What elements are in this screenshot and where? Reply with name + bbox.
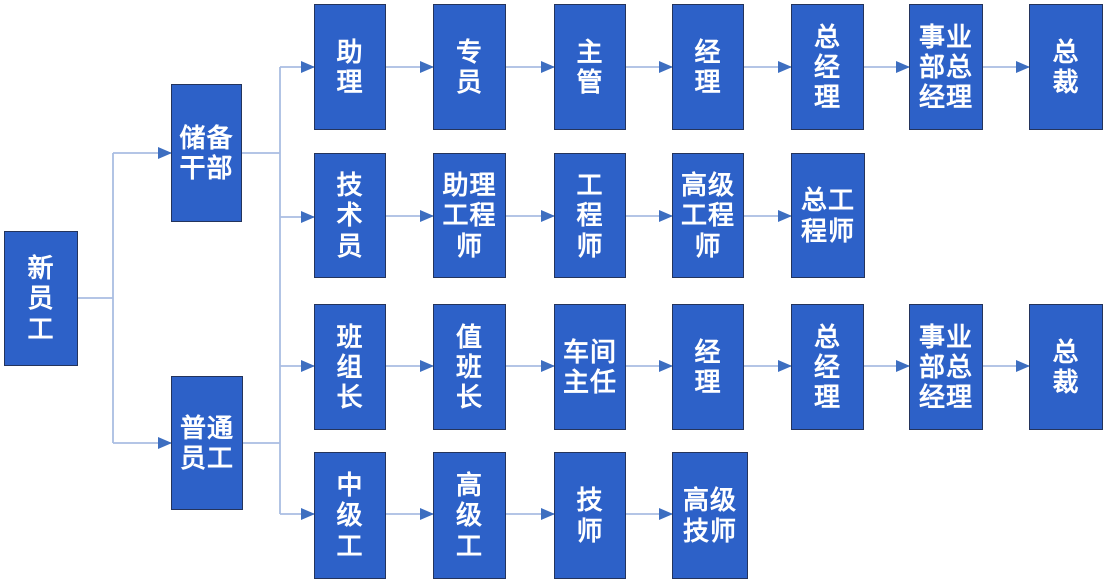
- node-label: 主 管: [576, 36, 604, 97]
- node-shift-leader: 值 班 长: [433, 304, 506, 430]
- node-label: 经 理: [694, 336, 722, 397]
- node-president-production: 总 裁: [1029, 304, 1103, 430]
- node-manager: 经 理: [672, 4, 744, 130]
- node-label: 高 级 工: [455, 470, 483, 561]
- node-division-general-manager: 事业 部总 经理: [909, 4, 983, 130]
- node-label: 储备 干部: [179, 122, 234, 183]
- node-label: 助理 工程 师: [442, 170, 497, 261]
- node-new-employee: 新 员 工: [4, 231, 78, 366]
- node-label: 新 员 工: [27, 253, 55, 344]
- node-manager-production: 经 理: [672, 304, 744, 430]
- node-label: 普通 员工: [179, 412, 234, 473]
- node-label: 助 理: [336, 36, 364, 97]
- node-label: 总 裁: [1052, 36, 1080, 97]
- node-technician: 技 术 员: [314, 153, 386, 278]
- node-skilled-technician: 技 师: [554, 452, 626, 579]
- node-division-general-manager-production: 事业 部总 经理: [909, 304, 983, 430]
- node-general-manager: 总 经 理: [791, 4, 864, 130]
- node-supervisor: 主 管: [554, 4, 626, 130]
- node-label: 高级 技师: [682, 485, 737, 546]
- node-intermediate-worker: 中 级 工: [314, 452, 386, 579]
- node-label: 总 经 理: [813, 21, 841, 113]
- node-label: 总 经 理: [813, 321, 841, 413]
- node-president: 总 裁: [1029, 4, 1103, 130]
- node-engineer: 工 程 师: [554, 153, 626, 278]
- node-label: 高级 工程 师: [680, 170, 735, 261]
- node-label: 经 理: [694, 36, 722, 97]
- node-specialist: 专 员: [433, 4, 506, 130]
- node-label: 中 级 工: [336, 470, 364, 561]
- node-senior-skilled-technician: 高级 技师: [672, 452, 748, 579]
- node-label: 事业 部总 经理: [918, 321, 973, 413]
- node-team-leader: 班 组 长: [314, 304, 386, 430]
- node-label: 班 组 长: [336, 321, 364, 413]
- node-label: 专 员: [455, 36, 483, 97]
- node-assistant-engineer: 助理 工程 师: [433, 153, 506, 278]
- node-label: 值 班 长: [455, 321, 483, 413]
- node-assistant: 助 理: [314, 4, 386, 130]
- node-label: 技 师: [576, 485, 604, 546]
- node-label: 总工 程师: [800, 185, 855, 246]
- node-reserve-cadre: 储备 干部: [171, 84, 242, 222]
- node-label: 车间 主任: [562, 336, 617, 397]
- node-label: 事业 部总 经理: [918, 21, 973, 113]
- node-ordinary-employee: 普通 员工: [171, 376, 243, 510]
- node-senior-worker: 高 级 工: [433, 452, 506, 579]
- node-general-manager-production: 总 经 理: [791, 304, 864, 430]
- node-senior-engineer: 高级 工程 师: [672, 153, 744, 278]
- node-label: 技 术 员: [336, 170, 364, 261]
- node-chief-engineer: 总工 程师: [791, 153, 865, 278]
- node-label: 工 程 师: [576, 170, 604, 261]
- node-label: 总 裁: [1052, 336, 1080, 397]
- node-workshop-director: 车间 主任: [554, 304, 626, 430]
